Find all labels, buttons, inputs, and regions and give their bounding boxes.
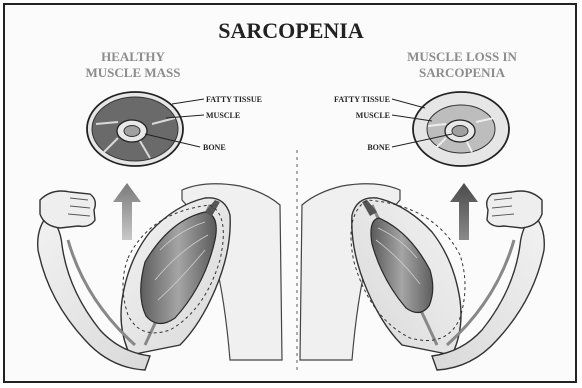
- left-heading-line1: HEALTHY: [101, 49, 165, 64]
- left-up-arrow: [113, 183, 141, 240]
- right-heading-line1: MUSCLE LOSS IN: [407, 49, 517, 64]
- left-label-fatty-tissue: FATTY TISSUE: [206, 95, 262, 104]
- right-label-muscle: MUSCLE: [356, 111, 390, 120]
- right-heading-line2: SARCOPENIA: [419, 65, 506, 80]
- left-heading-line2: MUSCLE MASS: [86, 65, 181, 80]
- right-label-bone: BONE: [367, 143, 390, 152]
- left-leader-fat: [172, 99, 204, 104]
- left-label-muscle: MUSCLE: [206, 111, 240, 120]
- right-up-arrow: [450, 183, 478, 240]
- right-cross-section: [413, 92, 509, 166]
- left-cross-section: [87, 92, 183, 166]
- left-label-bone: BONE: [203, 143, 226, 152]
- right-label-fatty-tissue: FATTY TISSUE: [334, 95, 390, 104]
- right-leader-fat: [392, 99, 425, 108]
- right-arm-illustration: [300, 184, 544, 370]
- left-arm-illustration: [38, 184, 282, 370]
- diagram-title: SARCOPENIA: [218, 18, 364, 43]
